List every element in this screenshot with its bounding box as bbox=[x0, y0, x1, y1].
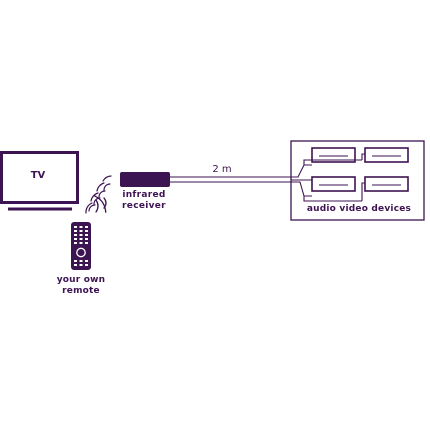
remote-label: your own remote bbox=[50, 275, 112, 297]
av-devices-panel bbox=[290, 140, 425, 221]
remote-label-line-2: remote bbox=[62, 286, 100, 296]
devices-label: audio video devices bbox=[306, 204, 412, 214]
receiver-label-line-2: receiver bbox=[122, 201, 166, 211]
receiver-label-line-1: infrared bbox=[122, 190, 166, 200]
tv-icon bbox=[0, 151, 79, 211]
receiver-label: infrared receiver bbox=[112, 190, 176, 212]
remote-control-icon bbox=[71, 222, 91, 270]
cable-length-label: 2 m bbox=[212, 164, 232, 175]
infrared-signal-arcs-detail bbox=[85, 175, 112, 214]
tv-label: TV bbox=[30, 170, 46, 181]
remote-label-line-1: your own bbox=[56, 275, 106, 285]
infrared-receiver-icon bbox=[120, 172, 170, 187]
av-device-icon bbox=[311, 147, 409, 192]
infrared-signal-icon bbox=[93, 195, 107, 213]
cable bbox=[170, 153, 365, 202]
